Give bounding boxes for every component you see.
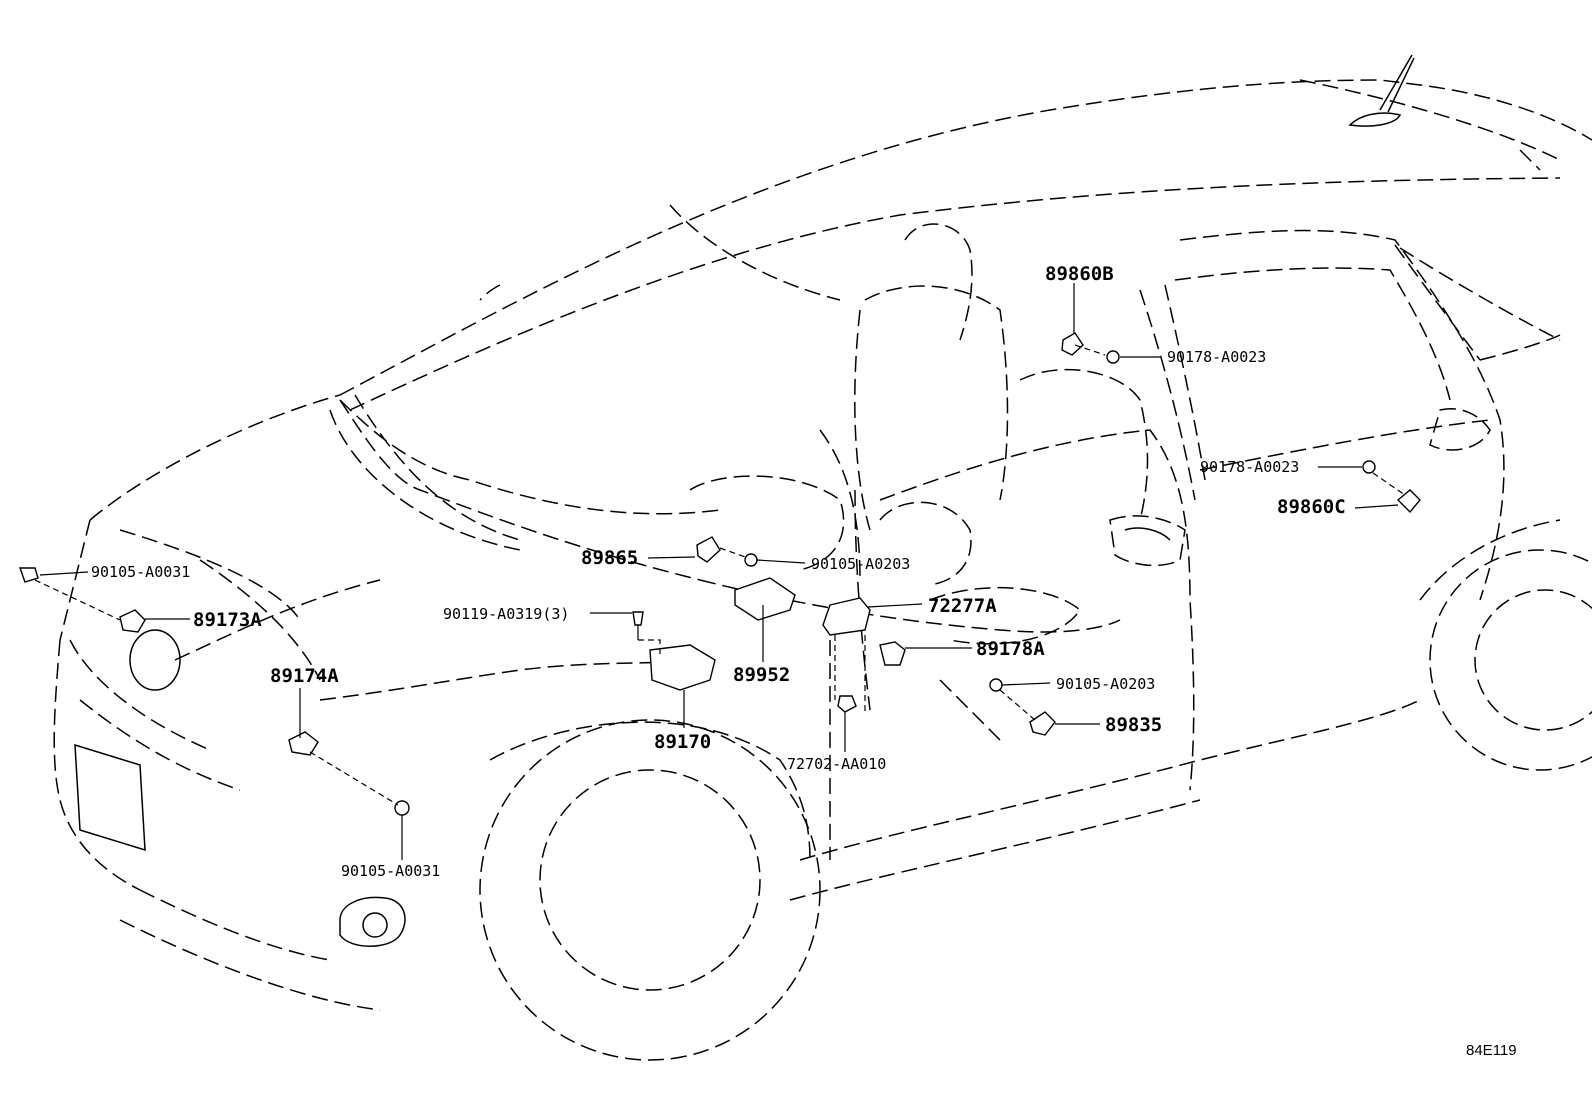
bolt-90119	[632, 611, 644, 626]
label-90178-a0023-upper: 90178-A0023	[1167, 348, 1266, 366]
license-plate	[74, 743, 146, 852]
label-72277a: 72277A	[928, 595, 997, 617]
callout-labels: 89860B 90178-A0023 90178-A0023 89860C 89…	[91, 263, 1517, 1059]
leader-lines	[34, 283, 1406, 860]
nut-lower	[1362, 460, 1376, 474]
label-90178-a0023-lower: 90178-A0023	[1200, 458, 1299, 476]
label-90105-a0031-bottom: 90105-A0031	[341, 862, 440, 880]
sensor-89173a	[119, 609, 146, 633]
diagram-code: 84E119	[1466, 1042, 1517, 1059]
sensor-89178a	[879, 641, 906, 666]
label-90119-a0319: 90119-A0319(3)	[443, 605, 569, 623]
sensor-89860c	[1396, 489, 1421, 514]
nut-upper	[1106, 350, 1120, 364]
sensor-89170	[649, 644, 716, 691]
bolt-lower	[989, 678, 1003, 692]
label-90105-a0203-upper: 90105-A0203	[811, 555, 910, 573]
sensor-89835	[1029, 711, 1056, 736]
label-89860b: 89860B	[1045, 263, 1114, 285]
label-89173a: 89173A	[193, 609, 262, 631]
bolt-bottom	[394, 800, 410, 816]
sensor-89174a	[288, 731, 319, 756]
fog-lamp	[339, 896, 406, 947]
label-90105-a0031-left: 90105-A0031	[91, 563, 190, 581]
label-89178a: 89178A	[976, 638, 1045, 660]
label-89174a: 89174A	[270, 665, 339, 687]
parts	[19, 332, 1421, 816]
label-89865: 89865	[581, 547, 638, 569]
label-72702-aa010: 72702-AA010	[787, 755, 886, 773]
bracket-72277a	[822, 597, 871, 636]
label-89860c: 89860C	[1277, 496, 1346, 518]
bolt-left	[19, 567, 39, 583]
antenna-base	[1348, 112, 1402, 127]
label-89952: 89952	[733, 664, 790, 686]
label-89170: 89170	[654, 731, 711, 753]
sensor-89860b	[1061, 332, 1084, 356]
sensor-89865	[696, 536, 721, 563]
label-90105-a0203-lower: 90105-A0203	[1056, 675, 1155, 693]
bolt-72702	[837, 695, 857, 713]
module-89952	[734, 577, 796, 621]
label-89835: 89835	[1105, 714, 1162, 736]
headlamp	[129, 629, 181, 691]
bolt-upper	[744, 553, 758, 567]
